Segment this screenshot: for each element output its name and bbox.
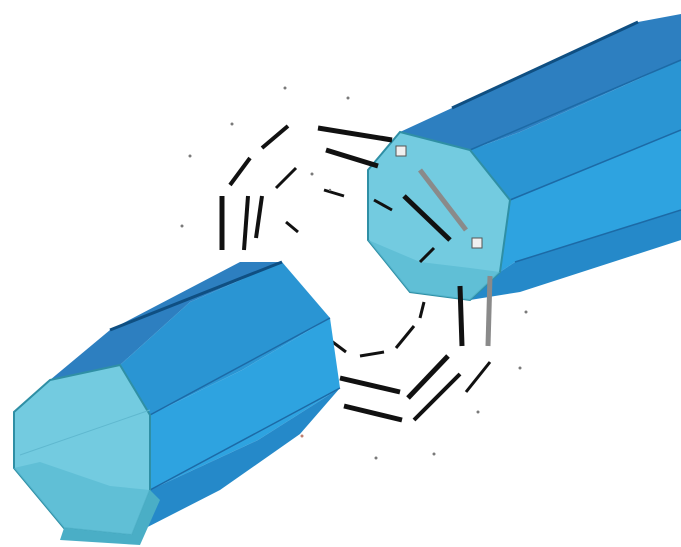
debris-dot <box>525 311 528 314</box>
ring-outer-seg-6 <box>344 406 402 420</box>
lower-left-octagonal-prism <box>14 262 340 545</box>
ring-inner-seg-1 <box>276 168 296 188</box>
debris-dot <box>181 225 184 228</box>
debris-dot <box>433 453 436 456</box>
ring-outer-seg-9 <box>460 286 462 346</box>
ring-inner-seg-9 <box>420 302 424 318</box>
debris-dot <box>329 189 331 191</box>
debris-dot <box>189 155 192 158</box>
ring-inner-seg-3 <box>244 196 248 250</box>
ring-outer-seg-5 <box>340 378 400 392</box>
debris-dot <box>375 457 378 460</box>
ring-outer-seg-11 <box>466 362 490 392</box>
ring-inner-seg-5 <box>324 190 344 196</box>
debris-dot <box>284 87 287 90</box>
debris-dot <box>347 97 350 100</box>
ring-outer-seg-12 <box>326 150 378 166</box>
ring-inner-seg-7 <box>360 352 384 356</box>
ring-outer-seg-10 <box>488 276 490 346</box>
prism-ur-bolt-2 <box>472 238 482 248</box>
ring-outer-seg-2 <box>262 126 288 148</box>
debris-dot <box>311 173 314 176</box>
debris-dot <box>301 435 304 438</box>
ring-inner-seg-4 <box>286 222 298 232</box>
ring-outer-seg-3 <box>230 158 250 185</box>
ring-inner-seg-2 <box>256 196 262 238</box>
debris-dot <box>231 123 234 126</box>
ring-outer-seg-1 <box>318 128 392 140</box>
upper-right-octagonal-prism <box>368 14 681 300</box>
ring-inner-seg-8 <box>396 326 414 348</box>
prism-ur-bolt-1 <box>396 146 406 156</box>
debris-dot <box>477 411 480 414</box>
debris-dot <box>519 367 522 370</box>
